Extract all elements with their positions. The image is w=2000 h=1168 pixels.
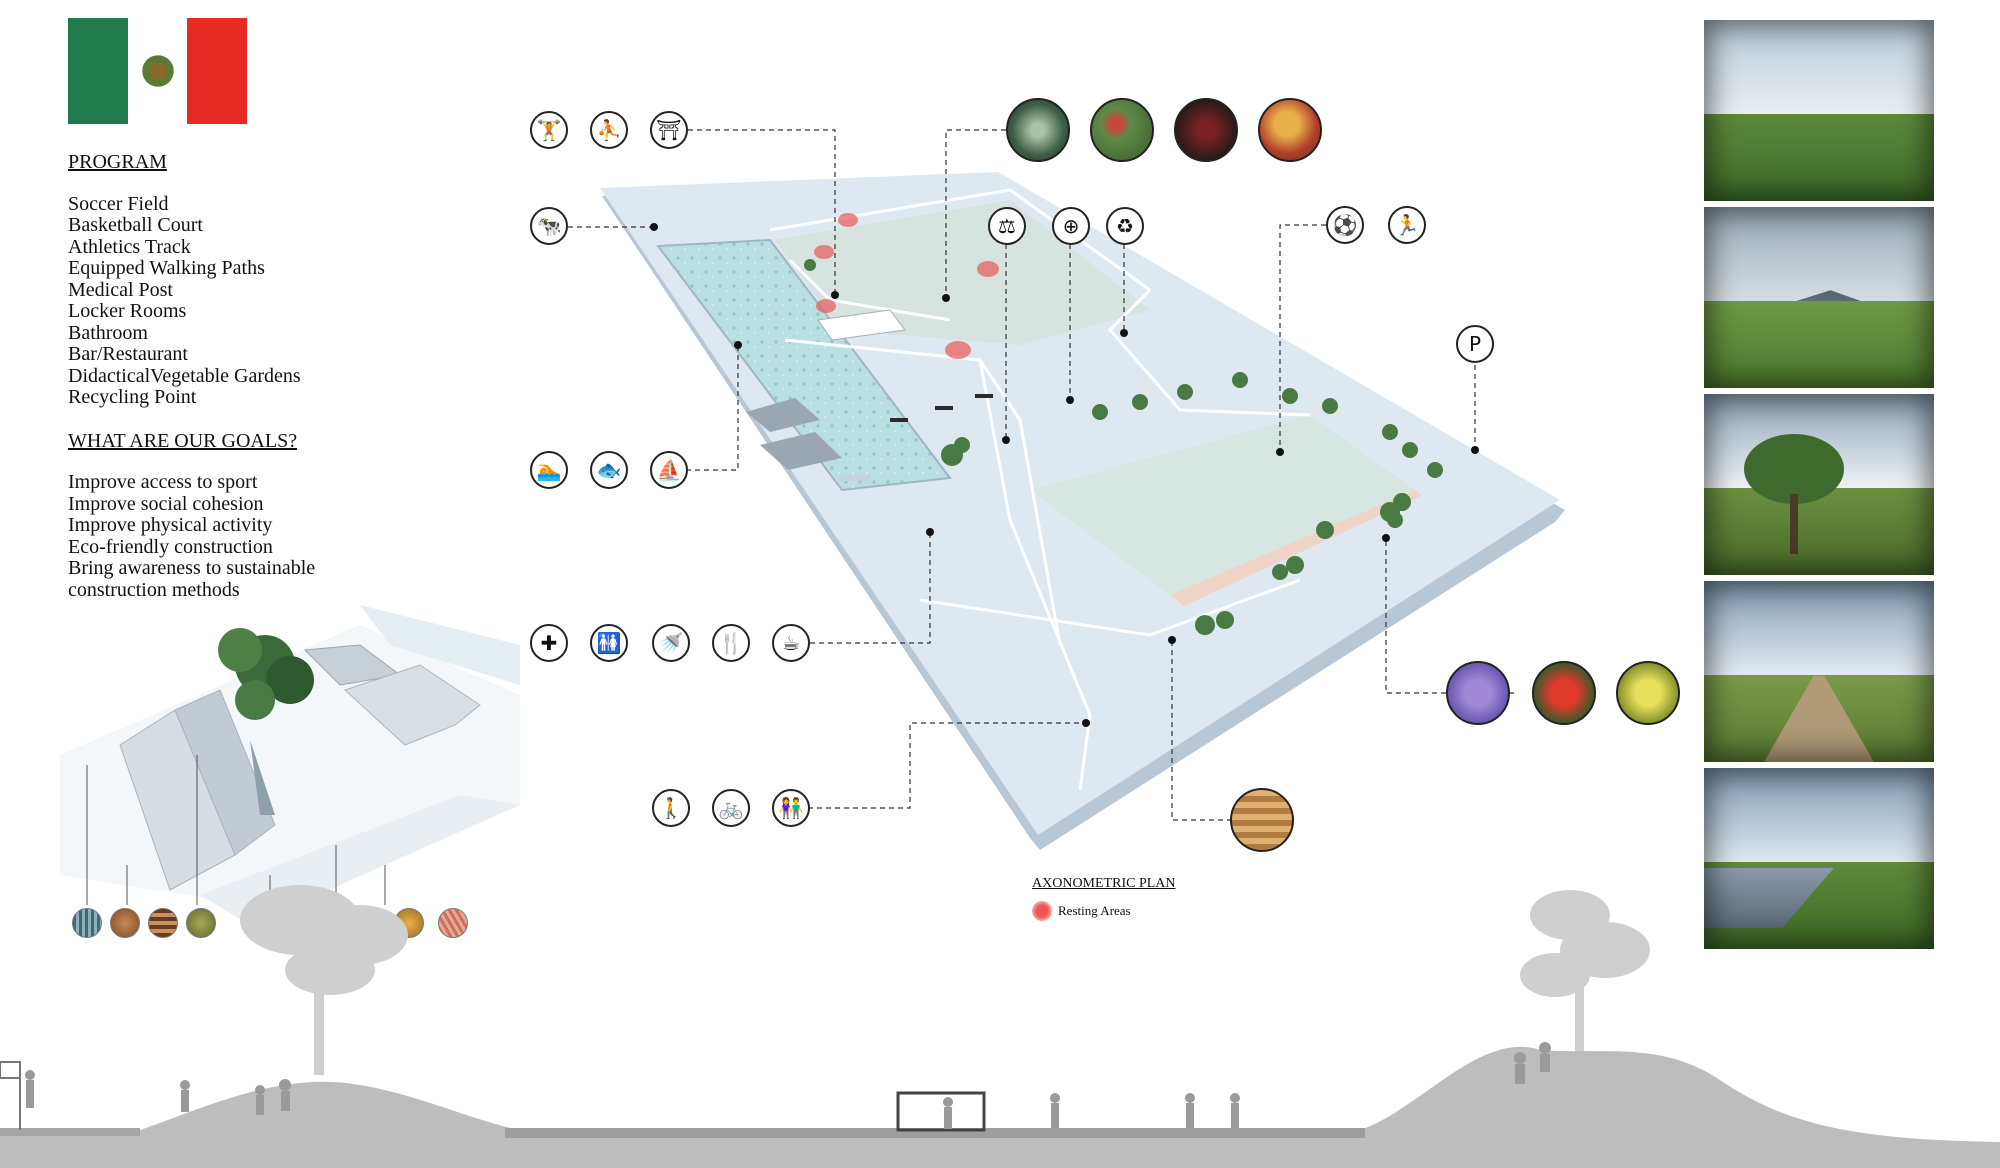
basketball-court (817, 309, 906, 341)
flag-white-stripe (127, 18, 188, 124)
soccer-goal (896, 1091, 986, 1132)
wood-slats-thumbnail (1230, 788, 1294, 852)
resting-areas (814, 213, 999, 359)
material-swatch-moss (186, 908, 216, 938)
running-person-icon: 🏃 (1388, 206, 1426, 244)
program-item: Bathroom (68, 321, 148, 344)
agave-thumbnail (1006, 98, 1070, 162)
boat-icon: ⛵ (650, 451, 688, 489)
beans-thumbnail (1174, 98, 1238, 162)
fish-icon: 🐟 (590, 451, 628, 489)
material-swatch-corrugated-metal (72, 908, 102, 938)
trees (804, 259, 1443, 635)
goals-list: Improve access to sport Improve social c… (68, 471, 398, 601)
vegetable-garden (775, 200, 1150, 345)
site-section (0, 885, 2000, 1168)
program-item: Bar/Restaurant (68, 343, 188, 365)
cactus-fruit-thumbnail (1090, 98, 1154, 162)
coat-of-arms-icon (137, 51, 178, 91)
program-item: DidacticalVegetable Gardens (68, 364, 301, 387)
plan-legend: Resting Areas (1032, 901, 1131, 921)
material-swatch-brick (438, 908, 468, 938)
basketball-icon: ⊕ (1052, 207, 1090, 245)
program-item: Locker Rooms (68, 300, 187, 322)
goal-item: Improve physical activity (68, 514, 273, 536)
axonometric-plan-title: AXONOMETRIC PLAN (1032, 876, 1176, 891)
terrain-profile (0, 1046, 2000, 1168)
couple-icon: 👫 (772, 789, 810, 827)
goals-heading: WHAT ARE OUR GOALS? (68, 429, 298, 452)
weightlifting-icon: 🏋 (530, 111, 568, 149)
seesaw-icon: ⚖ (988, 207, 1026, 245)
soccer-ball-icon: ⚽ (1326, 206, 1364, 244)
goal-item: Bring awareness to sustainable (68, 557, 316, 579)
medical-cross-icon: ✚ (530, 624, 568, 662)
site-photo (1704, 207, 1934, 388)
mexico-flag (68, 18, 248, 124)
bicycle-icon: 🚲 (712, 789, 750, 827)
program-list: Soccer Field Basketball Court Athletics … (68, 192, 398, 409)
athletics-track (1170, 490, 1422, 606)
restaurant-icon: 🍴 (712, 624, 750, 662)
soccer-field (1030, 415, 1415, 595)
goal-item: Improve access to sport (68, 471, 258, 493)
program-item: Athletics Track (68, 235, 191, 258)
flag-green-stripe (68, 18, 128, 124)
goal-item: Eco-friendly construction (68, 535, 273, 558)
program-item: Equipped Walking Paths (68, 257, 265, 279)
site-photos (1704, 20, 1934, 955)
people-silhouettes (25, 1042, 1551, 1129)
material-swatch-wood-end (110, 908, 140, 938)
tree-cluster (218, 628, 314, 720)
site-photo (1704, 394, 1934, 575)
ground-slab-left (0, 1128, 140, 1136)
lavender-thumbnail (1446, 661, 1510, 725)
goal-item: construction methods (68, 578, 240, 601)
walking-person-icon: 🚶 (652, 789, 690, 827)
axonometric-plan (600, 172, 1565, 850)
legend-label: Resting Areas (1058, 903, 1131, 918)
picnic-table-icon: ⛩ (650, 111, 688, 149)
roof-support (250, 740, 275, 815)
basketball-hoop (0, 1061, 21, 1130)
goal-item: Improve social cohesion (68, 492, 264, 515)
program-item: Medical Post (68, 278, 173, 301)
fitness-couple-icon: ⛹ (590, 111, 628, 149)
program-item: Soccer Field (68, 192, 169, 215)
swimming-icon: 🏊 (530, 451, 568, 489)
shelter-1 (746, 398, 820, 432)
shelter-2 (760, 432, 842, 470)
restroom-icon: 🚻 (590, 624, 628, 662)
pool-dock (840, 475, 870, 481)
material-swatch-wood-planks (148, 908, 178, 938)
corn-thumbnail (1258, 98, 1322, 162)
parking-label: P (1468, 332, 1482, 356)
program-item: Recycling Point (68, 386, 197, 408)
program-item: Basketball Court (68, 214, 203, 236)
roof-right (344, 664, 481, 746)
field-benches (890, 394, 993, 422)
flag-red-stripe (187, 18, 248, 124)
text-column: PROGRAM Soccer Field Basketball Court At… (68, 151, 398, 601)
recycling-icon: ♻ (1106, 207, 1144, 245)
red-flowers-thumbnail (1532, 661, 1596, 725)
coffee-cup-icon: ☕ (772, 624, 810, 662)
pool-corner (360, 605, 520, 685)
section-tree-right (1520, 890, 1650, 1120)
parking-icon: P (1456, 325, 1494, 363)
cow-icon: 🐄 (530, 207, 568, 245)
section-tree-left (240, 885, 408, 1075)
shower-icon: 🚿 (652, 624, 690, 662)
site-photo (1704, 20, 1934, 201)
ground-slab-center (505, 1128, 1365, 1138)
site-photo (1704, 768, 1934, 949)
program-heading: PROGRAM (68, 151, 167, 173)
yellow-flowers-thumbnail (1616, 661, 1680, 725)
roof-left-side (174, 689, 276, 856)
site-photo (1704, 581, 1934, 762)
resting-area-marker-icon (1032, 901, 1052, 921)
